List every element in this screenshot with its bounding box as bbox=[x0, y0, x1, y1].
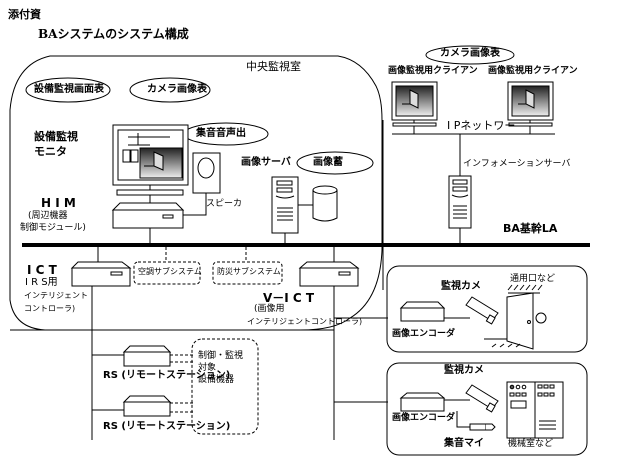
him-sub1: (周辺機器 bbox=[28, 211, 68, 221]
ict-device-icon bbox=[70, 261, 132, 287]
encoder-icon-2 bbox=[399, 392, 470, 428]
microphone-icon bbox=[469, 423, 496, 431]
page-title: BAシステムのシステム構成 bbox=[38, 27, 189, 41]
rs-device-icon-1 bbox=[122, 345, 172, 367]
information-server-icon bbox=[448, 175, 472, 245]
ict-sub3: コントローラ) bbox=[24, 304, 76, 313]
camera-1-label: 監視カメ bbox=[441, 281, 481, 292]
ip-network-label: I Pネットワー bbox=[447, 119, 516, 132]
client-monitor-icon-1 bbox=[391, 81, 438, 134]
camera-icon-1 bbox=[465, 296, 499, 325]
target-line3: 設備機器 bbox=[198, 375, 235, 385]
hvac-subsystem-label: 空調サブシステム bbox=[138, 267, 202, 276]
monitor-label-line2: モニタ bbox=[34, 145, 67, 158]
ict-sub1: I R S用 bbox=[25, 277, 58, 288]
vict-sub2: インテリジェントコントローラ) bbox=[247, 317, 363, 326]
target-line2: 対象 bbox=[198, 363, 217, 373]
bubble-facility-monitor bbox=[25, 77, 111, 103]
hvac-subsystem-box bbox=[133, 261, 201, 285]
encoder-2-label: 画像エンコーダ bbox=[392, 413, 456, 423]
ip-camera-image-label: カメラ画像表 bbox=[440, 48, 500, 59]
him-device-icon bbox=[111, 202, 185, 245]
bubble-facility-monitor-label: 設備監視画面表 bbox=[34, 84, 104, 95]
mic-label: 集音マイ bbox=[444, 438, 484, 449]
bubble-camera-image-label: カメラ画像表 bbox=[147, 84, 207, 95]
him-sub2: 制御モジュール) bbox=[20, 223, 86, 233]
bubble-camera-image bbox=[129, 77, 211, 103]
rs-device-icon-2 bbox=[122, 395, 172, 417]
machine-cabinet-icon bbox=[506, 381, 564, 439]
camera-2-label: 監視カメ bbox=[444, 365, 484, 376]
camera-icon-2 bbox=[465, 384, 499, 413]
vict-device-icon bbox=[298, 261, 360, 287]
fire-subsystem-label: 防災サブシステム bbox=[217, 267, 281, 276]
him-label: H I M bbox=[41, 196, 76, 210]
camera-box-1 bbox=[386, 265, 588, 353]
central-room-label: 中央監視室 bbox=[246, 60, 301, 73]
ict-sub2: インテリジェント bbox=[24, 291, 88, 300]
image-server-icon bbox=[271, 176, 313, 245]
monitor-label-line1: 設備監視 bbox=[34, 130, 78, 143]
collect-audio-label: 集音音声出 bbox=[196, 128, 246, 139]
door-icon bbox=[484, 284, 547, 350]
image-server-label: 画像サーバ bbox=[241, 157, 291, 168]
appendix-label: 添付資 bbox=[8, 8, 41, 21]
controlled-equipment-box bbox=[191, 338, 259, 435]
location-1-label: 通用口など bbox=[510, 274, 556, 284]
client-label-1: 画像監視用クライアン bbox=[388, 66, 478, 76]
rs-label-2: RS (リモートステーション) bbox=[103, 421, 231, 432]
client-monitor-icon-2 bbox=[507, 81, 554, 134]
info-server-label: インフォメーションサーバ bbox=[463, 159, 571, 169]
client-label-2: 画像監視用クライアン bbox=[488, 66, 578, 76]
fire-subsystem-box bbox=[212, 261, 283, 285]
encoder-1-label: 画像エンコーダ bbox=[392, 329, 456, 339]
speaker-label: スピーカ bbox=[206, 199, 243, 209]
location-2-label: 機械室など bbox=[508, 439, 554, 449]
ict-label: I C T bbox=[27, 263, 57, 277]
camera-box-2 bbox=[386, 362, 588, 456]
target-line1: 制御・監視 bbox=[198, 351, 244, 361]
image-storage-label: 画像蓄 bbox=[313, 157, 343, 168]
speaker-icon bbox=[180, 152, 221, 216]
backbone-label: BA基幹LA bbox=[503, 222, 558, 235]
rs-label-1: RS (リモートステーション) bbox=[103, 370, 231, 381]
encoder-icon-1 bbox=[399, 301, 470, 322]
bubble-ip-camera-image bbox=[425, 45, 515, 65]
facility-monitor-icon bbox=[112, 124, 189, 203]
vict-sub1: (画像用 bbox=[254, 304, 285, 314]
storage-disk-icon bbox=[312, 185, 338, 222]
vict-label: V－I C T bbox=[263, 291, 315, 305]
bubble-image-storage bbox=[296, 151, 374, 175]
